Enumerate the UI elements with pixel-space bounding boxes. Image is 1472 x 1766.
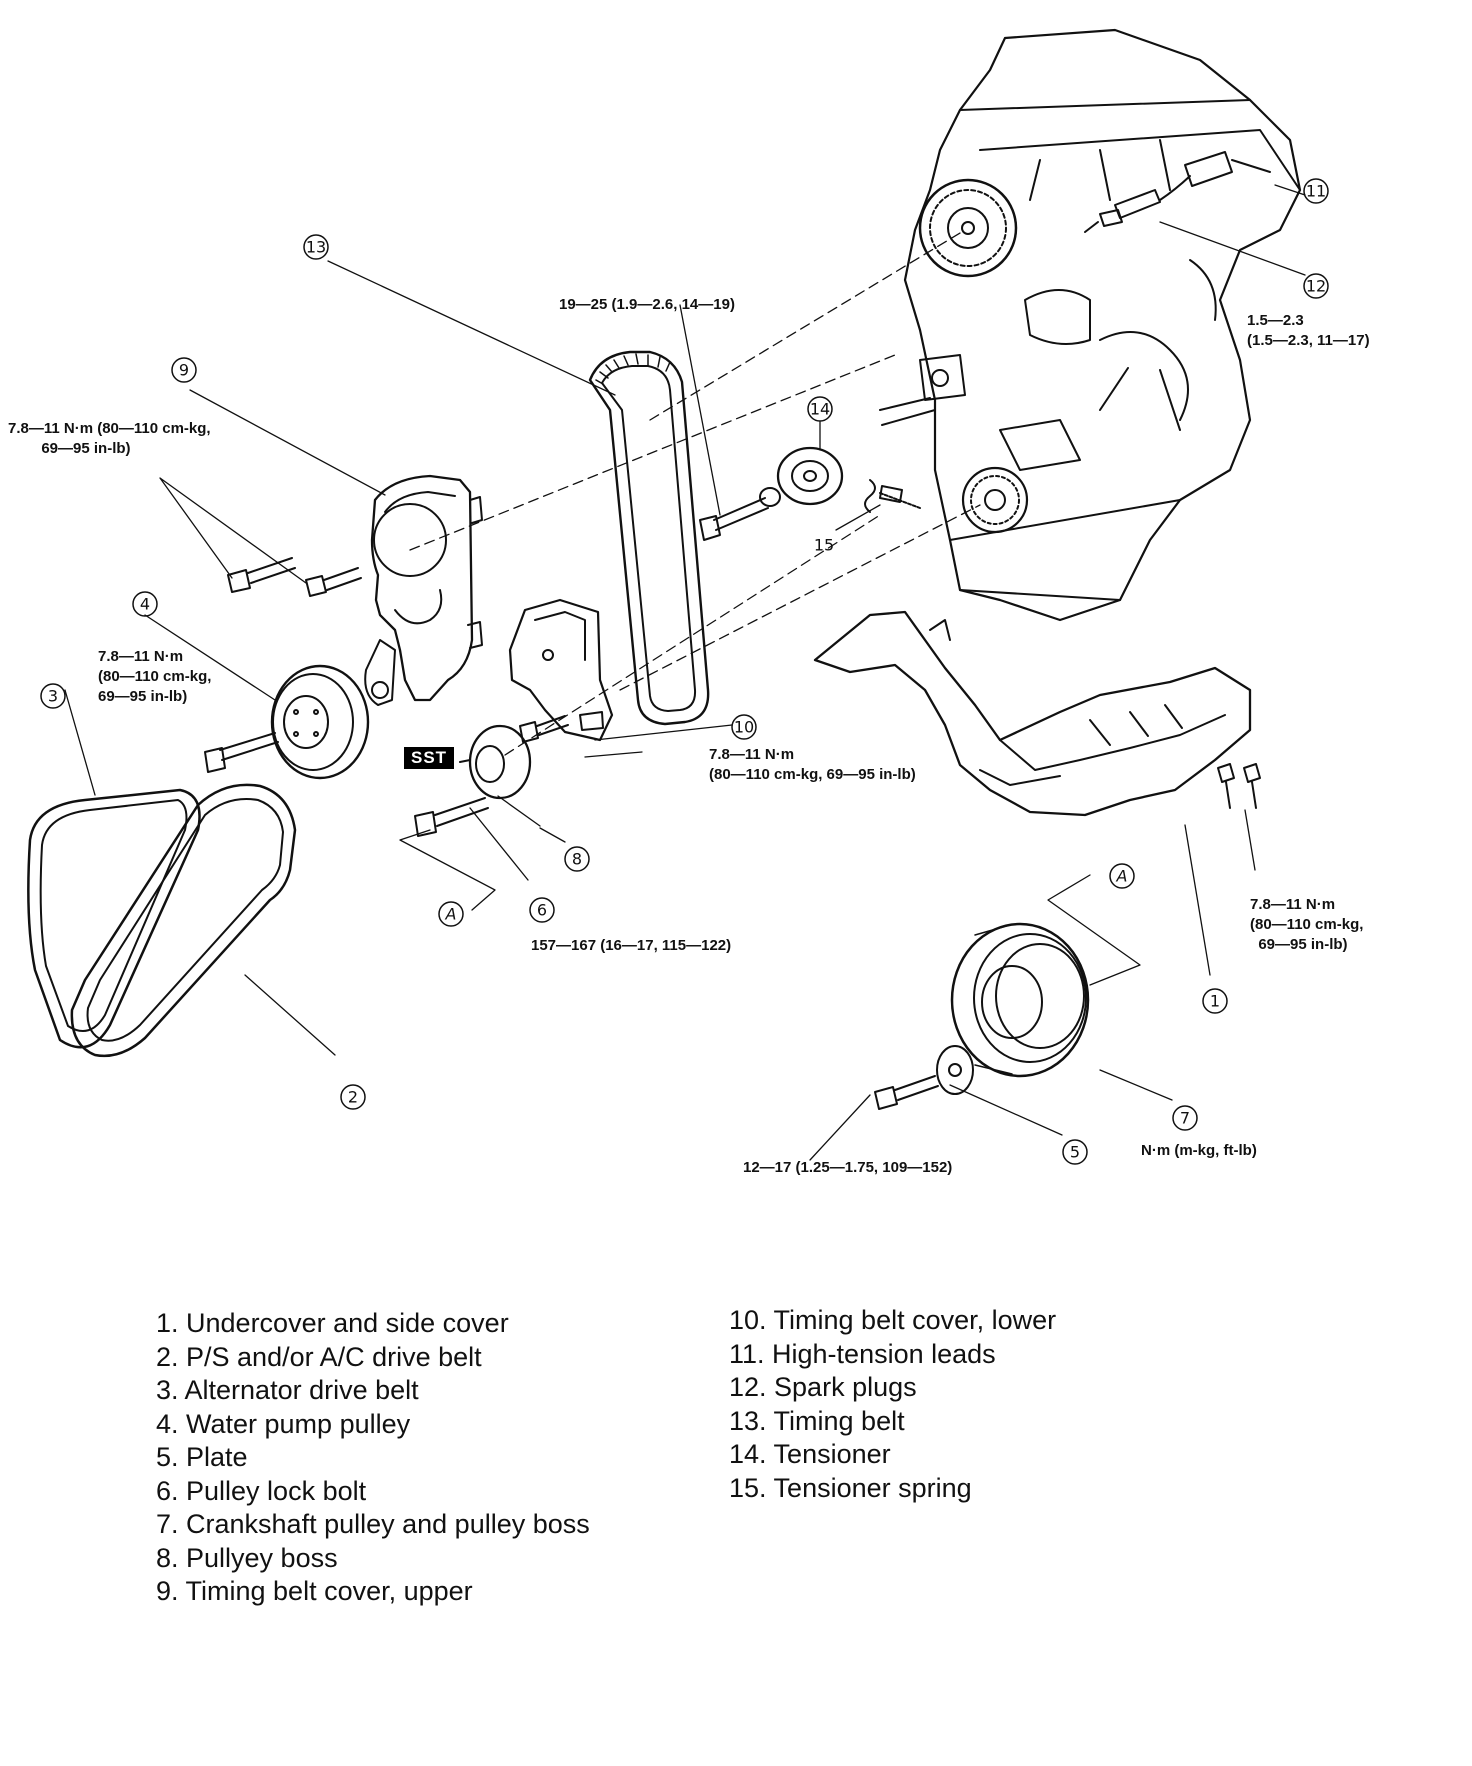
pulley-lock-bolt-drawing bbox=[414, 797, 489, 837]
lower-cover-bolt-drawing bbox=[519, 715, 569, 743]
legend-item: 8. Pullyey boss bbox=[156, 1542, 338, 1573]
callout-15: 15 bbox=[814, 536, 834, 555]
callout-2: 2 bbox=[348, 1088, 358, 1107]
callout-4: 4 bbox=[140, 595, 150, 614]
timing-belt-drawing bbox=[588, 350, 710, 726]
callout-11: 11 bbox=[1306, 182, 1326, 201]
sst-tag: SST bbox=[404, 747, 455, 769]
legend-right: 10. Timing belt cover, lower 11. High-te… bbox=[729, 1304, 1056, 1505]
water-pump-pulley-drawing bbox=[204, 664, 370, 780]
callout-markers: 1 2 3 4 5 6 7 8 9 10 11 12 13 14 15 A A bbox=[40, 178, 1329, 1165]
spec-upper-cover-bolts: 7.8—11 N·m (80—110 cm-kg, 69—95 in-lb) bbox=[8, 420, 211, 457]
callout-6: 6 bbox=[537, 901, 547, 920]
callout-13: 13 bbox=[306, 238, 326, 257]
legend-item: 2. P/S and/or A/C drive belt bbox=[156, 1341, 482, 1372]
callout-1: 1 bbox=[1210, 992, 1220, 1011]
legend-item: 7. Crankshaft pulley and pulley boss bbox=[156, 1509, 590, 1539]
lower-cover-drawing bbox=[508, 598, 614, 742]
leader-lines bbox=[64, 184, 1306, 1161]
legend-item: 14. Tensioner bbox=[729, 1439, 891, 1469]
reference-a-left: A bbox=[445, 905, 457, 924]
callout-5: 5 bbox=[1070, 1143, 1080, 1162]
exploded-view-diagram: 1 2 3 4 5 6 7 8 9 10 11 12 13 14 15 A A bbox=[27, 28, 1329, 1165]
pulley-boss-drawing bbox=[459, 724, 532, 800]
legend-item: 4. Water pump pulley bbox=[156, 1408, 411, 1439]
engine-block bbox=[879, 28, 1302, 622]
callout-14: 14 bbox=[810, 400, 830, 419]
callout-9: 9 bbox=[179, 361, 189, 380]
callout-12: 12 bbox=[1306, 277, 1326, 296]
upper-cover-bolts-drawing bbox=[227, 557, 362, 597]
spec-tensioner-bolt: 19—25 (1.9—2.6, 14—19) bbox=[559, 296, 735, 313]
legend-item: 3. Alternator drive belt bbox=[156, 1375, 419, 1405]
legend-item: 9. Timing belt cover, upper bbox=[156, 1576, 473, 1606]
spark-plug-drawing bbox=[1084, 189, 1161, 233]
legend-item: 6. Pulley lock bolt bbox=[156, 1475, 367, 1506]
legend-left: 1. Undercover and side cover 2. P/S and/… bbox=[156, 1307, 590, 1609]
legend-item: 11. High-tension leads bbox=[729, 1338, 996, 1369]
tensioner-spring-drawing bbox=[864, 479, 921, 513]
callout-7: 7 bbox=[1180, 1109, 1190, 1128]
callout-10: 10 bbox=[734, 718, 754, 737]
spec-plate-bolt: 12—17 (1.25—1.75, 109—152) bbox=[743, 1159, 953, 1176]
spec-undercover-bolts: 7.8—11 N·m (80—110 cm-kg, 69—95 in-lb) bbox=[1250, 896, 1364, 953]
unit-note: N·m (m-kg, ft-lb) bbox=[1141, 1142, 1257, 1159]
spec-spark-plugs: 1.5—2.3 (1.5—2.3, 11—17) bbox=[1247, 312, 1370, 349]
callout-8: 8 bbox=[572, 850, 582, 869]
upper-cover-drawing bbox=[364, 474, 483, 706]
undercover-drawing bbox=[813, 610, 1261, 817]
crankshaft-pulley-drawing bbox=[950, 922, 1090, 1078]
tensioner-drawing bbox=[699, 446, 844, 541]
legend-item: 15. Tensioner spring bbox=[729, 1472, 972, 1503]
plate-drawing bbox=[874, 1045, 974, 1110]
spec-pulley-lock-bolt: 157—167 (16—17, 115—122) bbox=[531, 937, 732, 954]
legend-item: 5. Plate bbox=[156, 1442, 248, 1472]
reference-a-right: A bbox=[1116, 867, 1128, 886]
spec-water-pump-pulley: 7.8—11 N·m (80—110 cm-kg, 69—95 in-lb) bbox=[98, 648, 212, 705]
drive-belts-drawing bbox=[27, 783, 297, 1058]
spec-lower-cover-bolt: 7.8—11 N·m (80—110 cm-kg, 69—95 in-lb) bbox=[709, 746, 916, 783]
high-tension-lead-drawing bbox=[1159, 151, 1271, 201]
legend-item: 1. Undercover and side cover bbox=[156, 1308, 509, 1338]
callout-3: 3 bbox=[48, 687, 58, 706]
legend-item: 12. Spark plugs bbox=[729, 1372, 917, 1402]
legend-item: 13. Timing belt bbox=[729, 1405, 905, 1436]
legend-item: 10. Timing belt cover, lower bbox=[729, 1305, 1057, 1335]
